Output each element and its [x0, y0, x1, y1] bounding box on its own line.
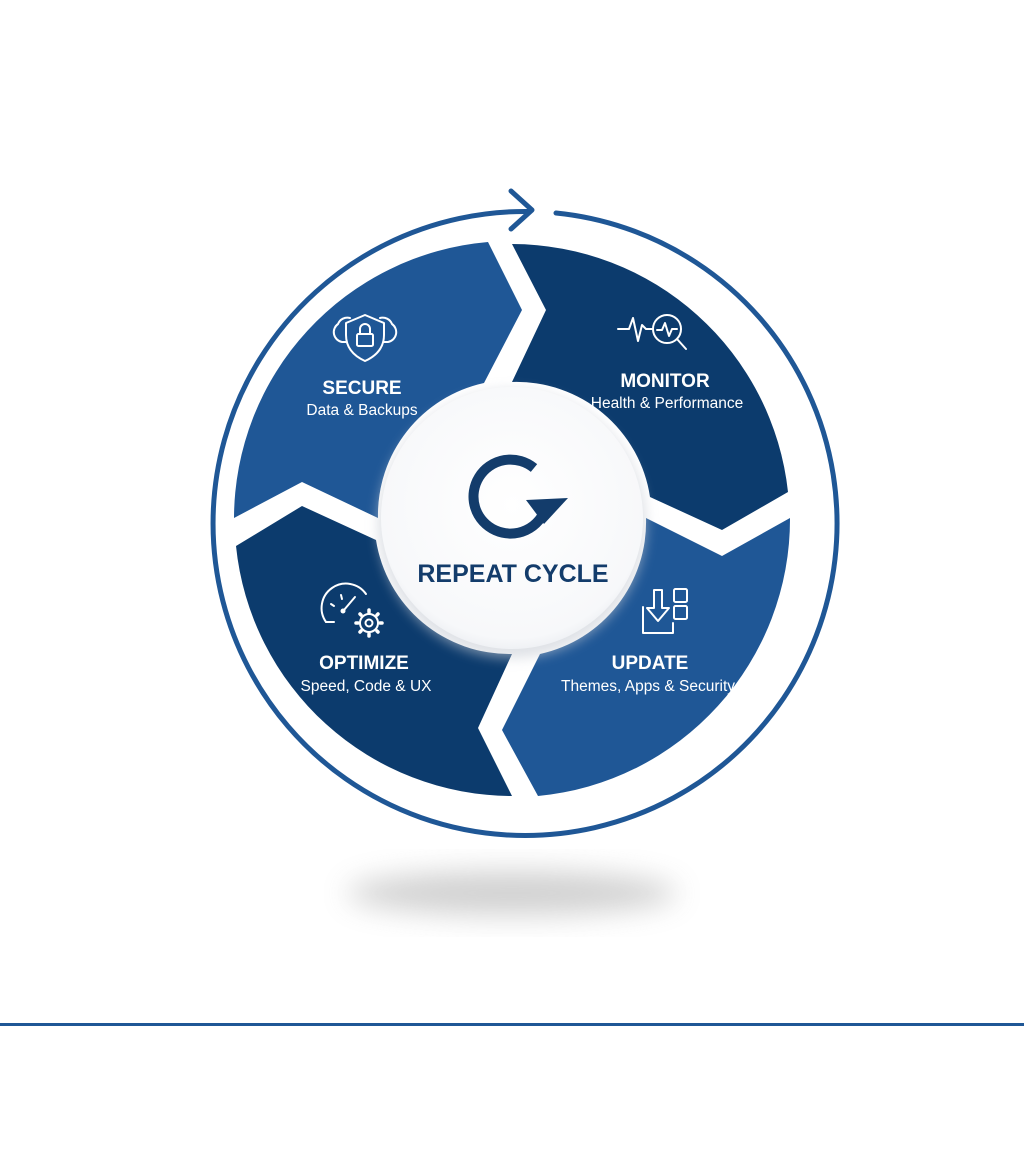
ring-arrowhead: [508, 188, 535, 232]
stage-title-update: UPDATE: [612, 653, 689, 674]
bottom-divider: [0, 1023, 1024, 1026]
outer-ring-arc: [210, 208, 840, 838]
center-label: REPEAT CYCLE: [417, 560, 608, 588]
outer-cycle-ring: [210, 188, 840, 838]
segment-optimize: [236, 506, 512, 796]
segment-secure: [234, 242, 522, 518]
stage-title-monitor: MONITOR: [620, 371, 710, 392]
center-hub: REPEAT CYCLE: [378, 387, 646, 658]
center-circle: [381, 387, 643, 649]
segment-monitor: [512, 244, 788, 530]
speedometer-gear-icon: [320, 582, 384, 638]
shield-lock-cloud-icon: [332, 314, 398, 362]
stage-optimize: OPTIMIZE Speed, Code & UX: [301, 582, 433, 695]
refresh-icon: [468, 454, 568, 539]
stage-monitor: MONITOR Health & Performance: [591, 314, 744, 412]
stage-subtitle-optimize: Speed, Code & UX: [301, 678, 433, 695]
stage-subtitle-secure: Data & Backups: [306, 402, 417, 419]
pulse-magnifier-icon: [617, 314, 687, 350]
stage-subtitle-update: Themes, Apps & Security: [561, 678, 735, 695]
stage-title-optimize: OPTIMIZE: [319, 653, 409, 674]
stage-secure: SECURE Data & Backups: [306, 314, 418, 419]
stage-update: UPDATE Themes, Apps & Security: [561, 588, 735, 695]
cycle-segments: [234, 242, 791, 796]
segment-update: [502, 518, 791, 796]
stage-subtitle-monitor: Health & Performance: [591, 395, 744, 412]
download-grid-icon: [642, 588, 688, 634]
ground-shadow: [347, 871, 677, 915]
stage-title-secure: SECURE: [322, 378, 401, 399]
